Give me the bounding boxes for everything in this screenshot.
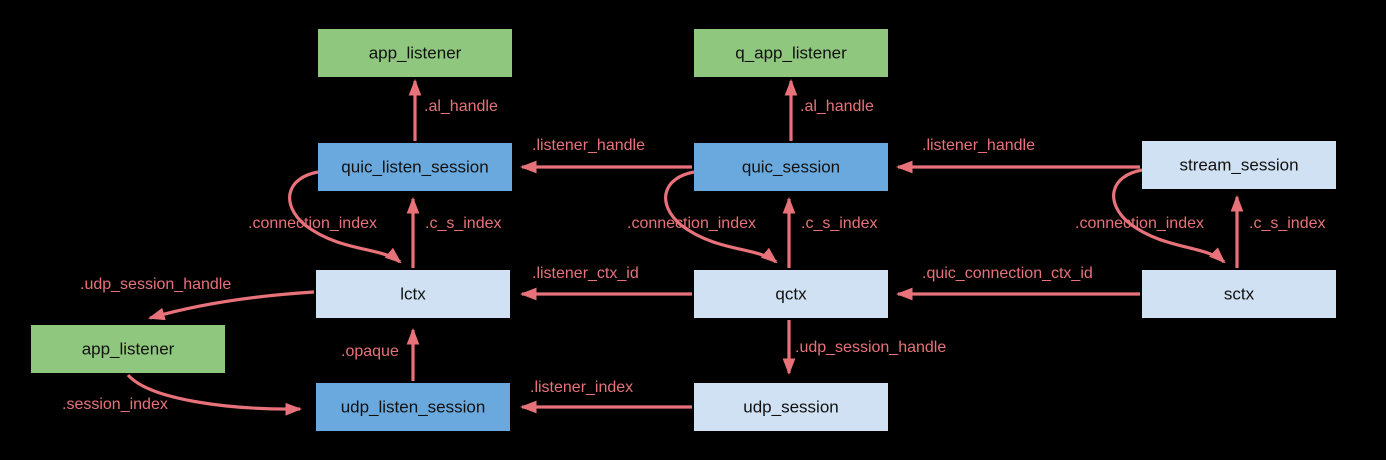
node-quic-session[interactable]: quic_session: [694, 143, 888, 191]
edge-connection-index-right: [1112, 168, 1226, 264]
edge-labels-layer: .al_handle .al_handle .listener_handle .…: [62, 98, 1326, 413]
edge-label-session-index: .session_index: [62, 396, 168, 413]
node-box[interactable]: [318, 143, 512, 191]
node-qctx[interactable]: qctx: [694, 270, 888, 318]
edge-session-index: [126, 373, 303, 416]
node-box[interactable]: [694, 29, 888, 77]
edge-connection-index-left: [288, 170, 402, 264]
node-lctx[interactable]: lctx: [316, 270, 510, 318]
edge-label-listener-handle-right: .listener_handle: [922, 137, 1035, 154]
node-quic-listen-session[interactable]: quic_listen_session: [318, 143, 512, 191]
edge-label-listener-index: .listener_index: [530, 379, 633, 396]
node-app-listener-bottom[interactable]: app_listener: [31, 325, 225, 373]
edge-label-listener-handle-mid: .listener_handle: [532, 137, 645, 154]
node-udp-listen-session[interactable]: udp_listen_session: [316, 383, 510, 431]
edge-label-opaque: .opaque: [341, 343, 399, 360]
node-box[interactable]: [1142, 270, 1336, 318]
node-label: app_listener: [369, 43, 462, 62]
node-label: udp_session: [743, 397, 838, 416]
node-q-app-listener[interactable]: q_app_listener: [694, 29, 888, 77]
node-label: sctx: [1224, 284, 1255, 303]
edge-connection-index-mid: [664, 170, 778, 264]
edges-layer: [126, 78, 1244, 416]
node-sctx[interactable]: sctx: [1142, 270, 1336, 318]
node-box[interactable]: [1142, 141, 1336, 189]
node-udp-session[interactable]: udp_session: [694, 383, 888, 431]
edge-label-udp-session-handle-mid: .udp_session_handle: [795, 339, 946, 356]
node-box[interactable]: [694, 383, 888, 431]
node-label: quic_session: [742, 157, 840, 176]
node-box[interactable]: [318, 29, 512, 77]
node-label: udp_listen_session: [341, 397, 486, 416]
node-app-listener-top[interactable]: app_listener: [318, 29, 512, 77]
edge-label-quic-connection-ctx-id: .quic_connection_ctx_id: [922, 265, 1093, 282]
edge-label-al-handle-right: .al_handle: [800, 98, 874, 115]
edge-label-connection-index-mid: .connection_index: [627, 215, 756, 232]
edge-label-cs-index-left: .c_s_index: [425, 215, 502, 232]
nodes-layer: app_listener q_app_listener quic_listen_…: [31, 29, 1336, 431]
node-label: q_app_listener: [735, 43, 847, 62]
edge-label-cs-index-mid: .c_s_index: [801, 215, 878, 232]
edge-label-listener-ctx-id: .listener_ctx_id: [532, 265, 639, 282]
node-box[interactable]: [694, 270, 888, 318]
node-stream-session[interactable]: stream_session: [1142, 141, 1336, 189]
edge-label-udp-session-handle-left: .udp_session_handle: [80, 276, 231, 293]
edge-label-connection-index-left: .connection_index: [248, 215, 377, 232]
edge-udp-session-handle-left: [148, 290, 315, 321]
node-box[interactable]: [31, 325, 225, 373]
node-label: qctx: [775, 284, 807, 303]
node-box[interactable]: [316, 270, 510, 318]
edge-label-al-handle-left: .al_handle: [424, 98, 498, 115]
edge-label-cs-index-right: .c_s_index: [1249, 215, 1326, 232]
edge-label-connection-index-right: .connection_index: [1075, 215, 1204, 232]
node-box[interactable]: [316, 383, 510, 431]
node-label: stream_session: [1179, 155, 1298, 174]
node-label: quic_listen_session: [341, 157, 488, 176]
node-label: app_listener: [82, 339, 175, 358]
node-label: lctx: [400, 284, 426, 303]
node-box[interactable]: [694, 143, 888, 191]
